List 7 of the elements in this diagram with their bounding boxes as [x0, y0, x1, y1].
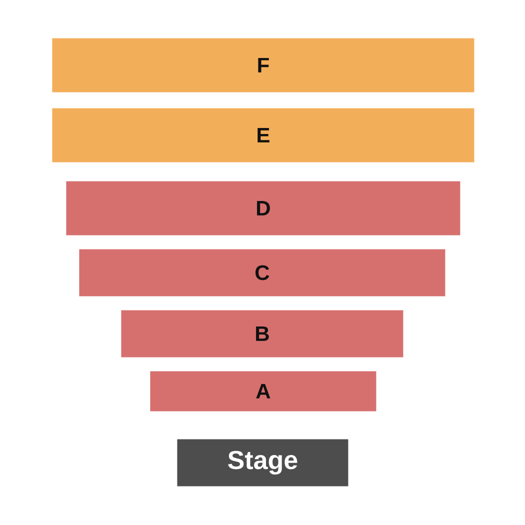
seating-section: C [79, 249, 446, 296]
seating-section: A [150, 371, 376, 412]
seating-section: D [66, 181, 460, 236]
seating-section: F [52, 38, 474, 92]
seating-section: B [121, 310, 404, 358]
seating-section: E [52, 108, 474, 162]
stage-block: Stage [177, 439, 348, 486]
